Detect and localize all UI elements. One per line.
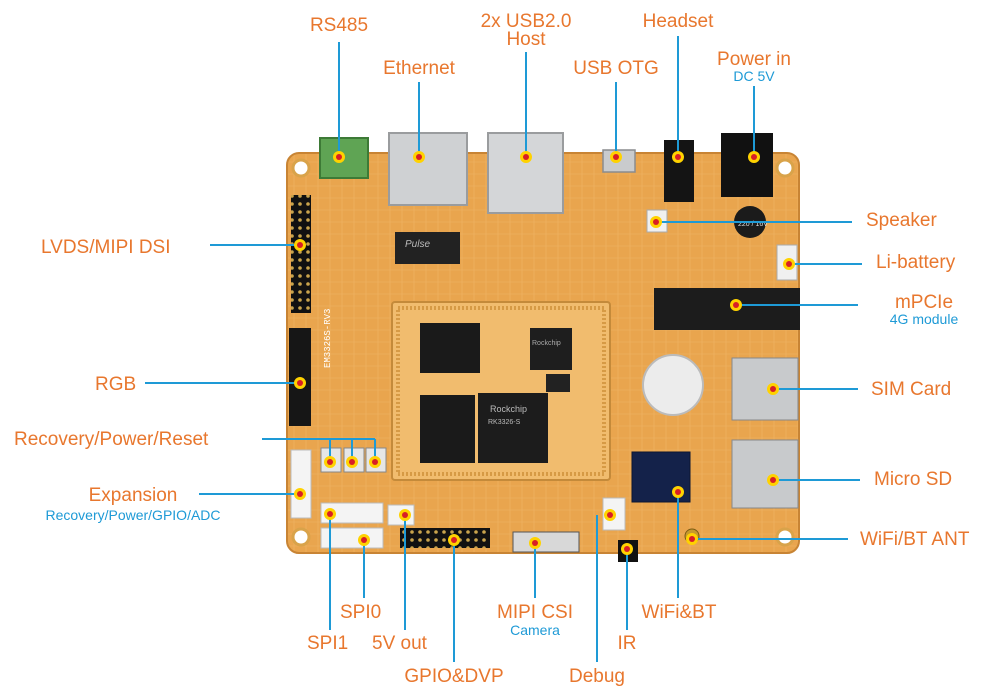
marker-reset bbox=[369, 456, 381, 468]
label-speaker: Speaker bbox=[866, 210, 937, 231]
expansion-connector bbox=[290, 449, 312, 519]
mounting-hole bbox=[291, 527, 311, 547]
mounting-hole bbox=[775, 527, 795, 547]
label-mipi-csi: MIPI CSI bbox=[496, 602, 574, 623]
marker-lvds bbox=[294, 239, 306, 251]
capacitor-rating: 220 / 16V bbox=[738, 221, 768, 228]
pmic-chip bbox=[530, 328, 572, 370]
label-sim-card: SIM Card bbox=[871, 379, 952, 400]
marker-expansion bbox=[294, 488, 306, 500]
marker-power bbox=[346, 456, 358, 468]
marker-usb-host bbox=[520, 151, 532, 163]
label-rgb: RGB bbox=[95, 374, 137, 395]
marker-spi0 bbox=[358, 534, 370, 546]
label-lvds-mipi-dsi: LVDS/MIPI DSI bbox=[41, 237, 171, 258]
board-silk-id: EM3326S-RV3 bbox=[323, 309, 333, 368]
label-headset: Headset bbox=[642, 11, 714, 32]
label-wifi-bt: WiFi&BT bbox=[641, 602, 717, 623]
marker-headset bbox=[672, 151, 684, 163]
marker-wifi-bt bbox=[672, 486, 684, 498]
label-usb-host-2: Host bbox=[506, 29, 546, 50]
label-mpcie: mPCIe bbox=[894, 292, 954, 313]
markers bbox=[294, 151, 795, 555]
marker-rgb bbox=[294, 377, 306, 389]
marker-usb-otg bbox=[610, 151, 622, 163]
marker-li-battery bbox=[783, 258, 795, 270]
leader-lines bbox=[145, 36, 862, 662]
micro-sd-slot bbox=[731, 439, 799, 509]
gpio-header bbox=[400, 528, 490, 548]
label-debug: Debug bbox=[569, 666, 625, 687]
label-expansion: Expansion bbox=[88, 485, 178, 506]
label-li-battery: Li-battery bbox=[876, 252, 956, 273]
label-wifi-bt-ant: WiFi/BT ANT bbox=[860, 529, 970, 550]
marker-sim-card bbox=[767, 383, 779, 395]
soc-chip bbox=[478, 393, 548, 463]
ethernet-jack bbox=[388, 132, 468, 206]
memory-chip bbox=[420, 323, 480, 373]
marker-5v-out bbox=[399, 509, 411, 521]
transformer-brand: Pulse bbox=[405, 239, 430, 250]
coin-cell-holder bbox=[642, 354, 704, 416]
label-usb-host-1: 2x USB2.0 bbox=[480, 11, 572, 32]
label-usb-otg: USB OTG bbox=[573, 58, 659, 79]
marker-mpcie bbox=[730, 299, 742, 311]
ethernet-transformer bbox=[395, 232, 460, 264]
mounting-hole bbox=[291, 158, 311, 178]
marker-power-in bbox=[748, 151, 760, 163]
label-expansion-sub: Recovery/Power/GPIO/ADC bbox=[45, 507, 221, 523]
label-recovery-power-reset: Recovery/Power/Reset bbox=[14, 429, 209, 450]
label-ethernet: Ethernet bbox=[383, 58, 455, 79]
leader-recovery-power-reset bbox=[262, 438, 376, 462]
label-spi0: SPI0 bbox=[340, 602, 382, 623]
spi1-connector bbox=[320, 502, 384, 524]
label-mpcie-sub: 4G module bbox=[889, 311, 959, 327]
label-mipi-csi-sub: Camera bbox=[510, 622, 560, 638]
mipi-csi-connector bbox=[512, 531, 580, 553]
memory-chip bbox=[420, 395, 475, 463]
label-rs485: RS485 bbox=[309, 15, 369, 36]
marker-ir bbox=[621, 543, 633, 555]
label-micro-sd: Micro SD bbox=[874, 469, 953, 490]
pmic-brand: Rockchip bbox=[532, 340, 561, 347]
label-power-in: Power in bbox=[717, 49, 791, 70]
marker-mipi-csi bbox=[529, 537, 541, 549]
marker-recovery bbox=[324, 456, 336, 468]
mounting-hole bbox=[775, 158, 795, 178]
marker-rs485 bbox=[333, 151, 345, 163]
marker-wifi-bt-ant bbox=[686, 533, 698, 545]
rs485-terminal bbox=[319, 137, 369, 179]
marker-gpio-dvp bbox=[448, 534, 460, 546]
label-ir: IR bbox=[617, 633, 637, 654]
power-jack bbox=[721, 133, 773, 197]
lvds-header bbox=[291, 195, 311, 313]
marker-spi1 bbox=[324, 508, 336, 520]
soc-brand: Rockchip bbox=[490, 404, 527, 414]
label-5v-out: 5V out bbox=[372, 633, 427, 654]
label-power-in-sub: DC 5V bbox=[733, 68, 775, 84]
marker-speaker bbox=[650, 216, 662, 228]
mpcie-slot bbox=[654, 288, 800, 330]
marker-debug bbox=[604, 509, 616, 521]
marker-ethernet bbox=[413, 151, 425, 163]
label-gpio-dvp: GPIO&DVP bbox=[404, 666, 504, 687]
marker-micro-sd bbox=[767, 474, 779, 486]
label-spi1: SPI1 bbox=[307, 633, 349, 654]
soc-model: RK3326-S bbox=[488, 419, 521, 426]
